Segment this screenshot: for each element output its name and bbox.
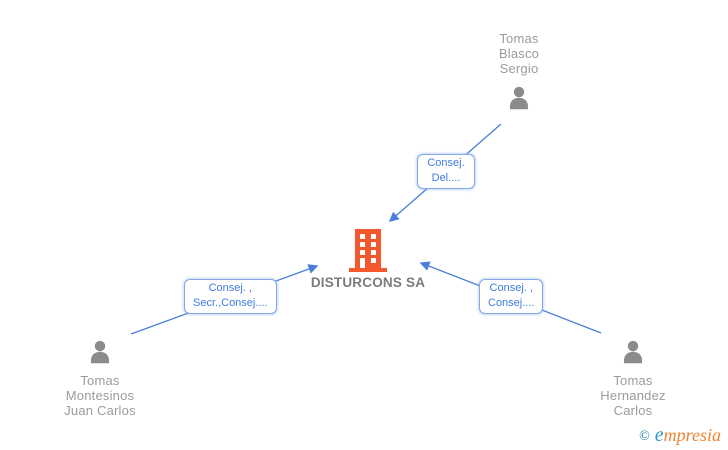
- company-node-disturcons-sa[interactable]: DISTURCONS SA: [298, 229, 438, 290]
- person-icon: [623, 340, 643, 364]
- company-name: DISTURCONS SA: [310, 275, 426, 290]
- edge-label-consej-consej[interactable]: Consej. , Consej....: [479, 279, 544, 314]
- person-node-tomas-montesinos-juan-carlos[interactable]: Tomas Montesinos Juan Carlos: [40, 339, 160, 418]
- person-name: Tomas Hernandez Carlos: [600, 373, 666, 418]
- building-icon: [349, 229, 387, 272]
- logo-letter-e: e: [654, 424, 664, 446]
- empresia-logo[interactable]: © empresia: [639, 424, 721, 447]
- person-icon: [509, 86, 529, 110]
- copyright-icon: ©: [639, 429, 650, 444]
- person-node-tomas-hernandez-carlos[interactable]: Tomas Hernandez Carlos: [573, 339, 693, 418]
- logo-text: mpresia: [663, 425, 721, 445]
- person-icon: [90, 340, 110, 364]
- edge-label-consej-secr-consej[interactable]: Consej. , Secr.,Consej....: [184, 279, 277, 314]
- person-name: Tomas Blasco Sergio: [498, 31, 540, 76]
- person-name: Tomas Montesinos Juan Carlos: [64, 373, 136, 418]
- edge-label-consej-del[interactable]: Consej. Del....: [417, 154, 475, 189]
- person-node-tomas-blasco-sergio[interactable]: Tomas Blasco Sergio: [459, 31, 579, 113]
